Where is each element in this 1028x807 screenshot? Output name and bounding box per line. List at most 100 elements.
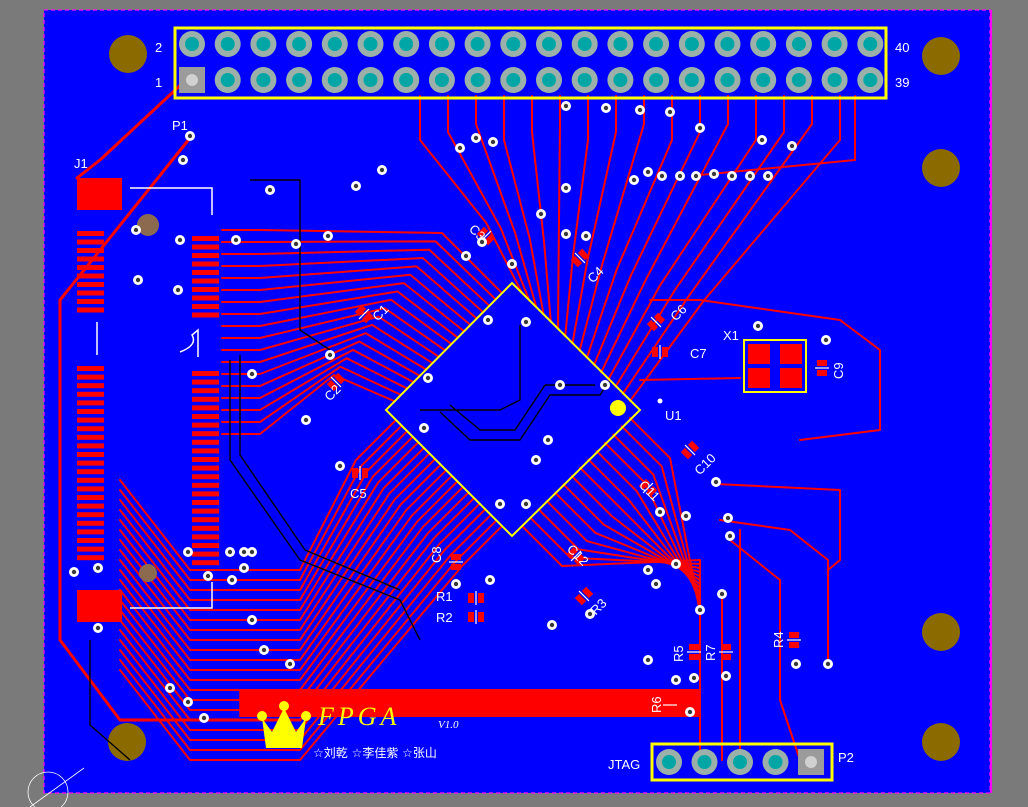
smd-component — [570, 248, 590, 268]
r1-label: R1 — [436, 589, 453, 604]
smd-component — [566, 546, 586, 566]
via-drill — [135, 277, 141, 283]
j1-pad-left-upper — [77, 265, 104, 270]
via-drill — [325, 233, 331, 239]
via-drill — [249, 617, 255, 623]
jtag-label: JTAG — [608, 757, 641, 772]
via-drill — [673, 677, 679, 683]
trace-se — [239, 441, 701, 711]
trace-nw — [221, 348, 415, 399]
trace-sw — [119, 424, 403, 581]
via-drill — [645, 169, 651, 175]
j1-pad-right-upper — [192, 278, 219, 284]
smd-pad — [638, 478, 651, 491]
mounting-hole — [109, 35, 147, 73]
via-drill — [789, 143, 795, 149]
keepout-inner — [439, 379, 611, 441]
trace-sw — [119, 452, 431, 631]
j1-silk-bottom — [130, 582, 213, 609]
j1-pad-right-lower — [192, 474, 219, 480]
header-pin-drill — [399, 73, 414, 87]
fpga-outline — [384, 281, 642, 538]
smd-pad — [665, 697, 675, 703]
mounting-hole — [108, 723, 146, 761]
j1-pad-left-lower — [77, 426, 104, 432]
via-drill — [549, 622, 555, 628]
j1-pad-left-upper — [77, 299, 104, 304]
smd-pad — [680, 447, 693, 460]
smd-pad — [468, 593, 474, 603]
trace-se — [239, 491, 701, 699]
j1-pad-left-upper — [77, 256, 104, 262]
trace-nw — [221, 340, 421, 387]
mounting-hole — [922, 149, 960, 187]
header-pin-drill — [542, 73, 556, 87]
smd-component — [680, 440, 700, 460]
j1-pad-left-upper — [77, 239, 104, 245]
via-drill — [490, 139, 496, 145]
smd-component — [687, 644, 701, 660]
via-drill — [201, 715, 207, 721]
smd-pad — [451, 554, 461, 560]
header-pin-drill — [327, 37, 342, 51]
trace-long — [58, 136, 302, 722]
c7-label: C7 — [690, 346, 707, 361]
trace-nw — [221, 265, 478, 320]
c8-label: C8 — [429, 546, 444, 563]
via-drill — [657, 509, 663, 515]
header-pin-drill — [434, 37, 449, 51]
via-drill — [645, 657, 651, 663]
j1-tab-top — [77, 178, 122, 210]
header-pin-drill — [791, 37, 806, 51]
trace-long — [715, 483, 841, 571]
smd-silk — [330, 376, 342, 388]
r4-label: R4 — [771, 631, 786, 648]
header-pin-drill — [827, 73, 842, 87]
header-pin-drill — [720, 37, 735, 51]
trace-ne — [557, 95, 561, 330]
trace-se — [239, 458, 701, 707]
smd-component — [326, 372, 346, 392]
header-pin-drill — [220, 73, 235, 87]
j1-pad-right-lower — [192, 379, 219, 385]
smd-pad — [361, 311, 374, 324]
header-pin-drill — [256, 37, 271, 51]
j1-pad-right-lower — [192, 525, 219, 531]
smd-component — [468, 610, 484, 624]
smd-pad — [646, 319, 659, 332]
trace-se — [239, 450, 701, 709]
j1-pad-right-lower — [192, 560, 219, 566]
j1-pad-left-lower — [77, 538, 104, 543]
trace-se — [239, 525, 701, 691]
connector-j1 — [77, 178, 219, 622]
smd-pad — [574, 593, 587, 606]
trace-ne — [600, 95, 729, 374]
smd-component — [719, 644, 733, 660]
p1-pin1-label: 1 — [155, 75, 163, 90]
j1-pad-left-lower — [77, 374, 104, 380]
smd-pad — [476, 226, 489, 239]
via-drill — [249, 549, 255, 555]
via-drill — [563, 103, 569, 109]
smd-component — [354, 304, 374, 324]
header-pin-drill — [827, 37, 842, 51]
trace-nw — [221, 248, 491, 307]
smd-pad — [478, 612, 484, 622]
j1-label: J1 — [74, 156, 88, 171]
j1-pad-left-lower — [77, 443, 104, 449]
j1-pad-right-lower — [192, 534, 219, 540]
via-drill — [583, 233, 589, 239]
via-drill — [509, 261, 515, 267]
smd-silk — [570, 550, 582, 562]
j1-pad-right-lower — [192, 517, 219, 523]
smd-component — [652, 345, 668, 359]
smd-pad — [817, 360, 827, 366]
via-drill — [379, 167, 385, 173]
smd-pad — [566, 546, 579, 559]
header-pin-drill — [863, 37, 878, 51]
header-pin-drill — [649, 73, 664, 87]
trace-ne — [593, 95, 701, 366]
via-drill — [479, 239, 485, 245]
smd-pad — [652, 347, 658, 357]
trace-ne — [503, 95, 545, 316]
